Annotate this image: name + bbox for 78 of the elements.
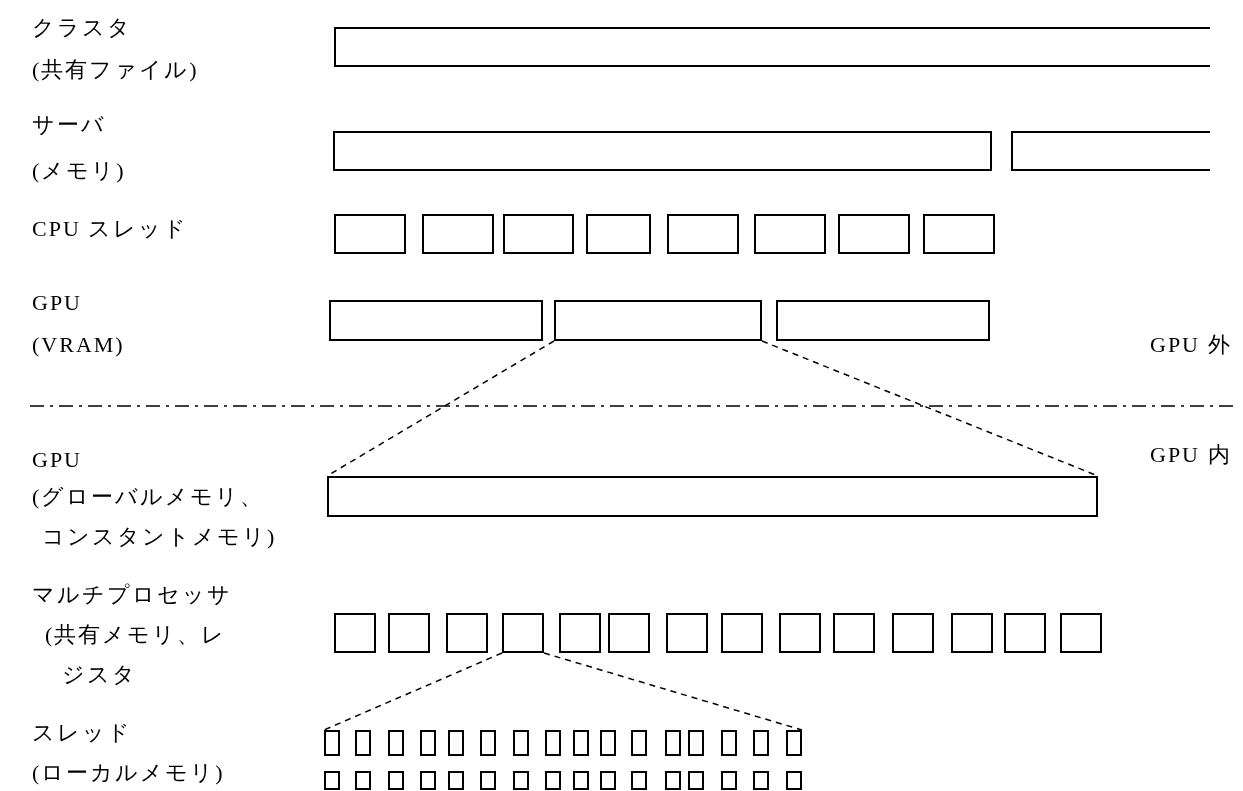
memory-box <box>923 214 995 254</box>
row-label: マルチプロセッサ <box>32 581 232 609</box>
memory-box <box>513 730 529 756</box>
memory-box <box>586 214 651 254</box>
memory-box <box>333 131 992 171</box>
memory-box <box>838 214 910 254</box>
memory-box <box>1060 613 1102 653</box>
memory-box <box>420 771 436 790</box>
memory-box <box>951 613 993 653</box>
memory-box <box>559 613 601 653</box>
memory-box <box>446 613 488 653</box>
memory-box <box>721 613 763 653</box>
memory-box <box>355 771 371 790</box>
row-label: GPU <box>32 446 82 474</box>
row-label: (グローバルメモリ、コンスタントメモリ) <box>32 483 278 551</box>
memory-box <box>665 730 681 756</box>
row-label: (メモリ) <box>32 157 126 185</box>
memory-box <box>1004 613 1046 653</box>
row-label: (ローカルメモリ) <box>32 759 225 787</box>
memory-box <box>786 771 802 790</box>
memory-box <box>600 771 616 790</box>
memory-box <box>779 613 821 653</box>
memory-box <box>665 771 681 790</box>
memory-box <box>786 730 802 756</box>
memory-box <box>545 771 561 790</box>
memory-box <box>388 730 404 756</box>
memory-box <box>355 730 371 756</box>
memory-box <box>480 730 496 756</box>
row-label: クラスタ <box>32 14 132 42</box>
memory-box <box>631 730 647 756</box>
memory-box <box>334 613 376 653</box>
memory-box <box>502 613 544 653</box>
memory-box <box>688 730 704 756</box>
memory-box <box>324 730 340 756</box>
memory-box <box>388 613 430 653</box>
memory-box <box>420 730 436 756</box>
memory-box <box>573 771 589 790</box>
row-label: GPU 内 <box>1150 441 1232 469</box>
memory-box <box>513 771 529 790</box>
memory-box <box>721 730 737 756</box>
memory-box <box>388 771 404 790</box>
memory-box <box>667 214 739 254</box>
memory-box <box>545 730 561 756</box>
memory-box <box>324 771 340 790</box>
row-label: (VRAM) <box>32 331 125 359</box>
row-label: (共有ファイル) <box>32 56 199 84</box>
memory-box <box>422 214 494 254</box>
memory-box <box>573 730 589 756</box>
row-label: サーバ <box>32 111 106 139</box>
memory-box <box>448 730 464 756</box>
memory-box <box>480 771 496 790</box>
memory-box <box>1011 131 1210 171</box>
memory-box <box>753 730 769 756</box>
row-label: GPU <box>32 289 82 317</box>
row-label: (共有メモリ、レジスタ <box>45 621 228 689</box>
memory-box <box>327 476 1098 517</box>
memory-box <box>688 771 704 790</box>
memory-box <box>334 27 1210 67</box>
memory-box <box>776 300 990 341</box>
row-label: スレッド <box>32 719 132 747</box>
zoom-line <box>323 652 503 731</box>
memory-box <box>721 771 737 790</box>
memory-box <box>608 613 650 653</box>
memory-box <box>753 771 769 790</box>
memory-box <box>334 214 406 254</box>
memory-box <box>754 214 826 254</box>
memory-box <box>666 613 708 653</box>
memory-box <box>631 771 647 790</box>
memory-box <box>892 613 934 653</box>
memory-box <box>503 214 574 254</box>
row-label: CPU スレッド <box>32 215 189 243</box>
memory-box <box>554 300 762 341</box>
zoom-line <box>543 652 803 731</box>
memory-box <box>329 300 543 341</box>
memory-box <box>600 730 616 756</box>
row-label: GPU 外 <box>1150 331 1232 359</box>
memory-box <box>448 771 464 790</box>
memory-box <box>833 613 875 653</box>
